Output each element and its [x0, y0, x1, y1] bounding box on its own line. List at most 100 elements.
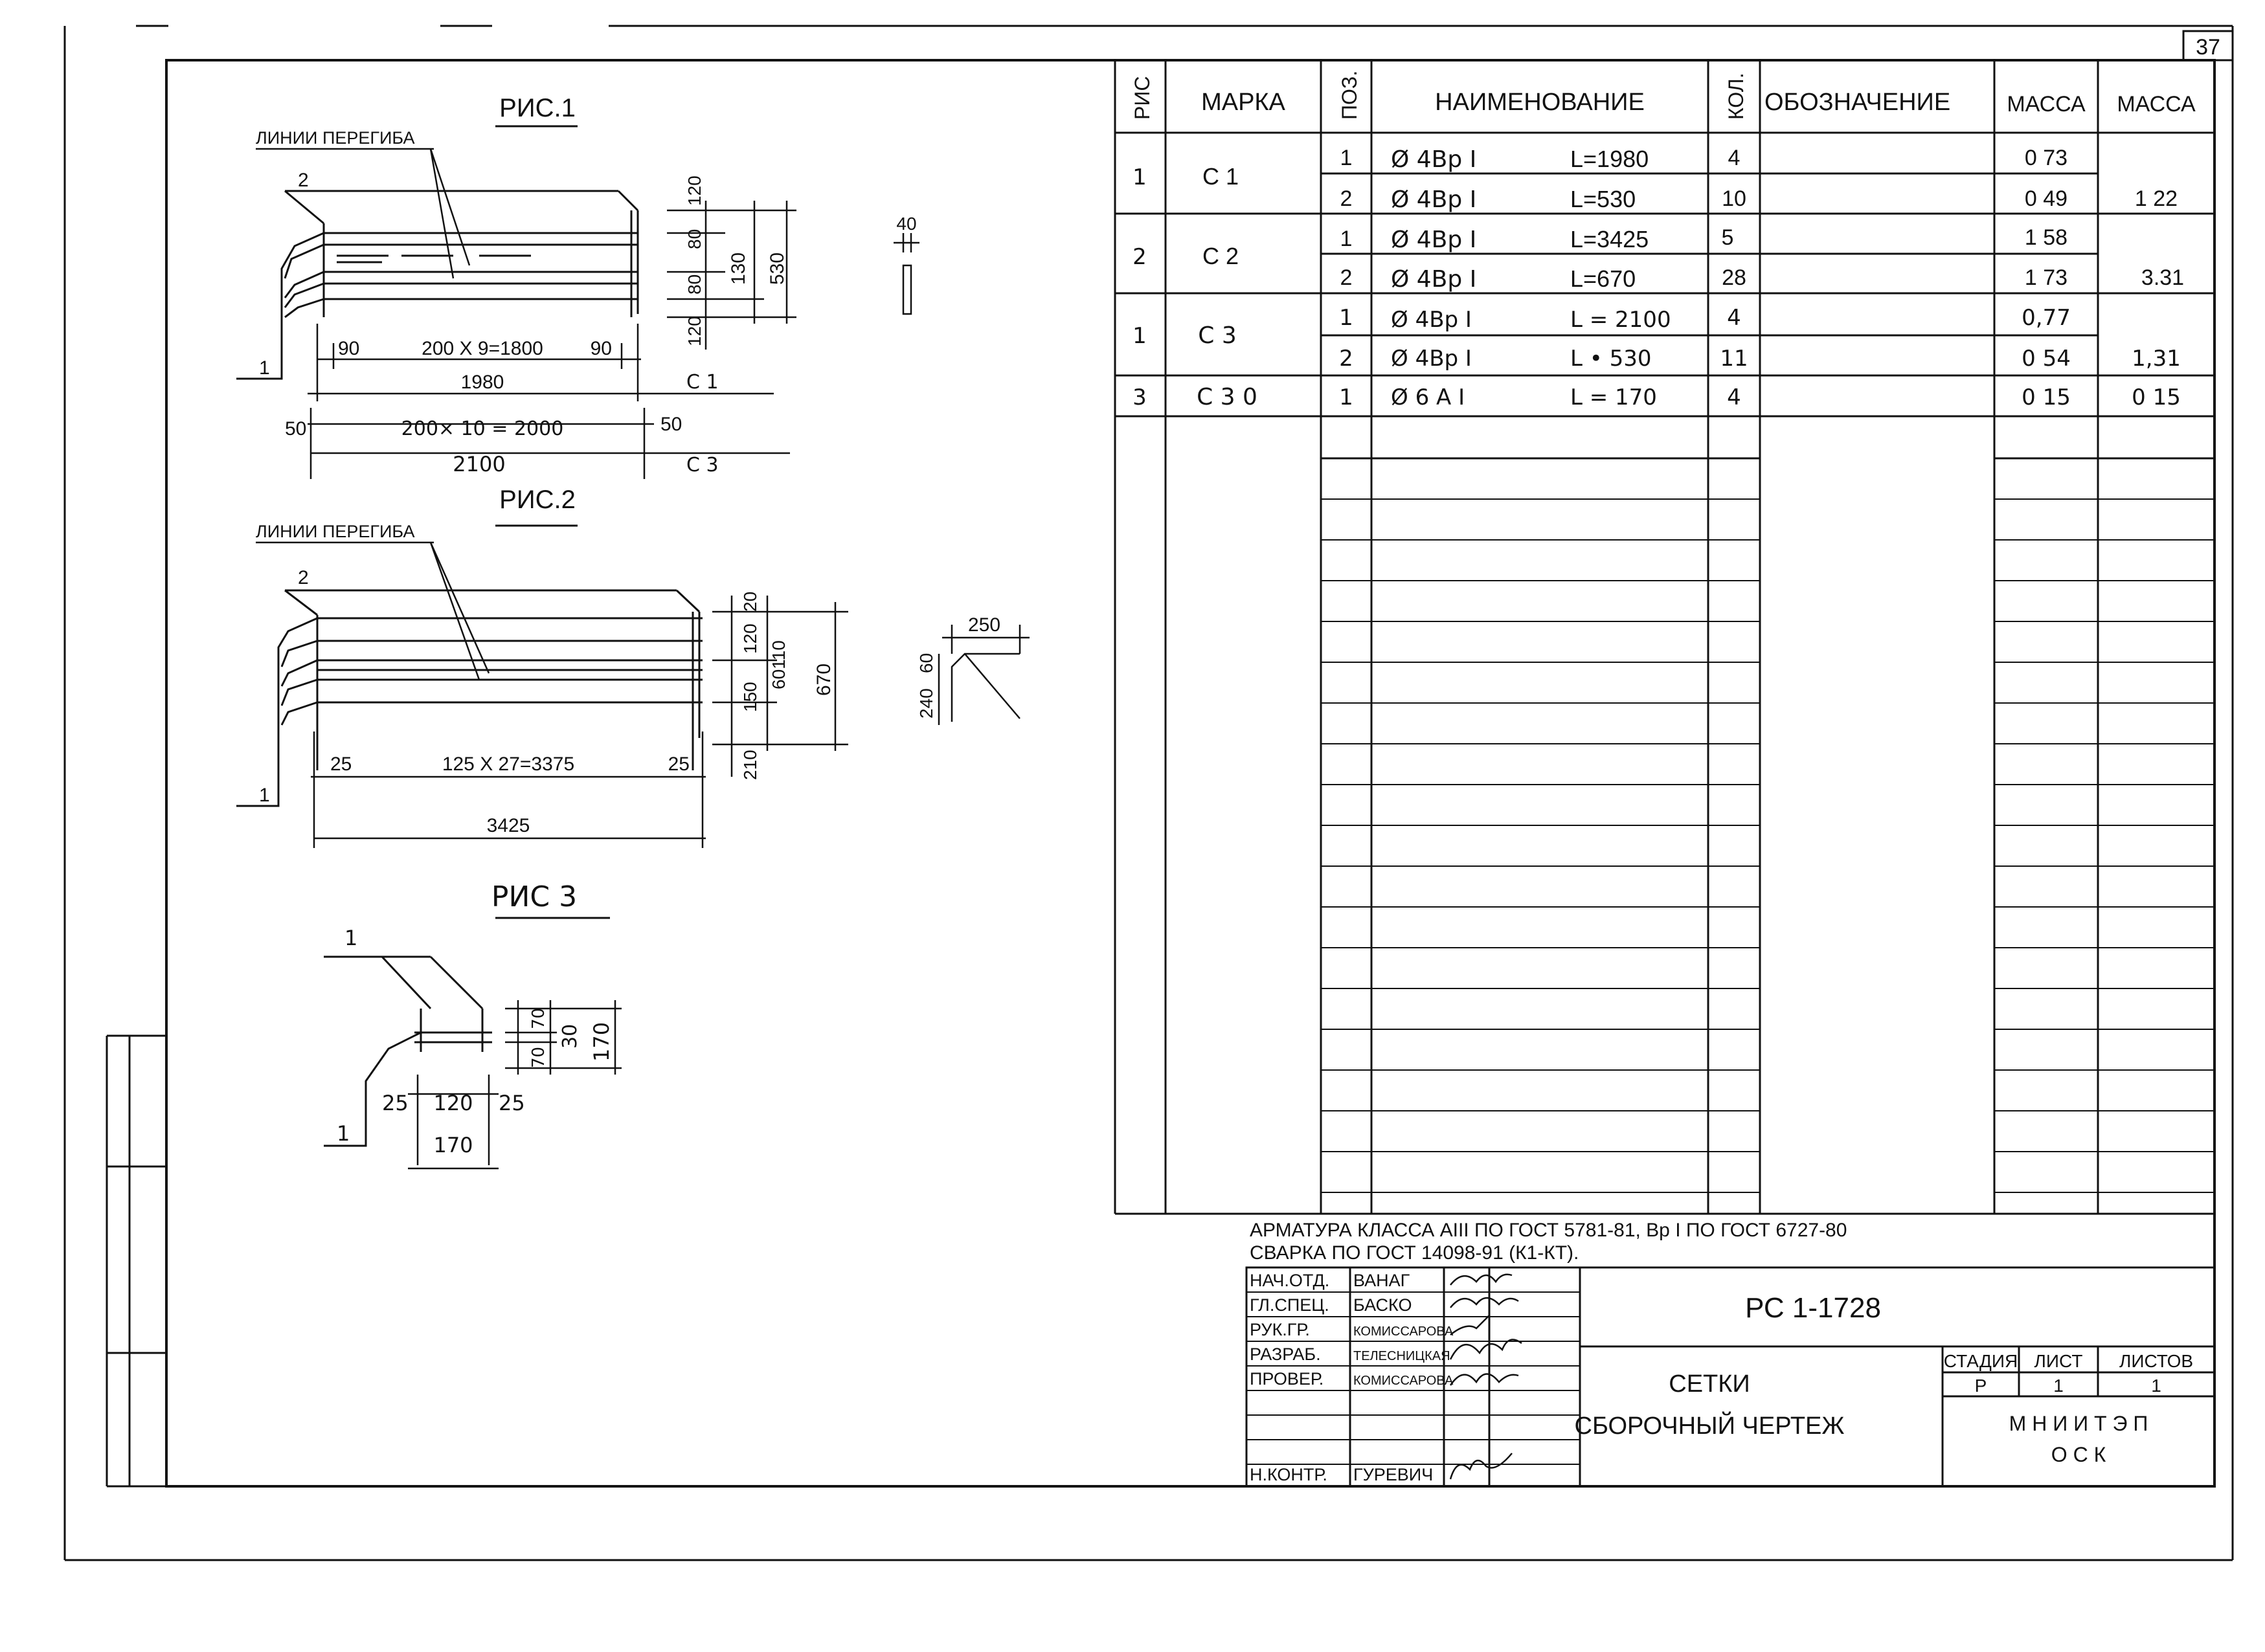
fig1-dim-50-right: 50	[660, 414, 682, 435]
table-row: 2 Ø 4Вр I L • 530 11 0 54 1,31	[1339, 346, 2181, 372]
row3-name: Ø 4Вр I	[1391, 227, 1476, 253]
stage-value: Р	[1975, 1376, 1987, 1396]
fig1-pos-2: 2	[298, 170, 309, 191]
table-row: 2 С 2 1 Ø 4Вр I L=3425 5 1 58	[1132, 225, 2068, 270]
row3-length: L=3425	[1570, 226, 1649, 252]
sheet-label: ЛИСТ	[2034, 1351, 2083, 1371]
fig3-dim-25b: 25	[499, 1091, 525, 1115]
header-fig: РИС	[1131, 76, 1154, 120]
fig3-v-30: 30	[559, 1024, 581, 1049]
row4-pos: 2	[1340, 265, 1353, 290]
fig3-title: РИС 3	[491, 880, 577, 913]
signer-name-3: КОМИССАРОВА	[1353, 1324, 1454, 1339]
header-mass-item: МАССА	[2007, 92, 2086, 117]
fig1-mark-c1: С 1	[686, 371, 719, 394]
figure-2: РИС.2 ЛИНИИ ПЕРЕГИБА 2 1	[236, 486, 1030, 848]
signer-role-3: РУК.ГР.	[1250, 1320, 1310, 1339]
spec-table: РИС МАРКА ПОЗ. НАИМЕНОВАНИЕ КОЛ. ОБОЗНАЧ…	[1114, 60, 2214, 1215]
fig1-pos-1: 1	[259, 357, 270, 379]
org-line1: М Н И И Т Э П	[2009, 1412, 2148, 1435]
row6-mass: 0 54	[2022, 346, 2071, 372]
row4-mass: 1 73	[2025, 265, 2068, 290]
fig2-dim-25-right: 25	[668, 753, 690, 775]
row1-mark: С 1	[1202, 163, 1239, 190]
fig1-v-80a: 80	[684, 229, 704, 249]
row1-qty: 4	[1728, 146, 1741, 170]
table-row: 2 Ø 4Вр I L=670 28 1 73 3.31	[1340, 265, 2185, 293]
fig3-dim-170: 170	[433, 1133, 473, 1157]
fig1-dim-c3-total: 2100	[453, 452, 505, 476]
row4-length: L=670	[1570, 265, 1636, 292]
signer-role-2: ГЛ.СПЕЦ.	[1250, 1295, 1329, 1315]
row4-name: Ø 4Вр I	[1391, 266, 1476, 293]
fig1-dim-50-left: 50	[285, 418, 306, 440]
row3-mark: С 2	[1202, 243, 1239, 269]
fig1-dim-90-left: 90	[338, 338, 359, 359]
signer-role-5: ПРОВЕР.	[1250, 1369, 1324, 1389]
signer-role-7: Н.КОНТР.	[1250, 1465, 1327, 1484]
row5-pos: 1	[1339, 305, 1353, 331]
fig3-pos-1-top: 1	[344, 926, 357, 950]
fig3-dim-120: 120	[433, 1091, 473, 1115]
fig3-v-70a: 70	[529, 1008, 548, 1029]
fig1-dim-c3-mid: 200× 10 = 2000	[401, 418, 564, 440]
fig1-v-530: 530	[767, 252, 788, 285]
header-mark: МАРКА	[1201, 89, 1285, 116]
header-pos: ПОЗ.	[1338, 71, 1361, 120]
row1-pos: 1	[1340, 146, 1353, 170]
fig2-v-670: 670	[813, 664, 835, 696]
row3-fig: 2	[1132, 244, 1147, 270]
row5-mass: 0,77	[2022, 305, 2071, 331]
row1-name: Ø 4Вр I	[1391, 146, 1476, 173]
fig1-dim-mid: 200 X 9=1800	[422, 338, 543, 359]
fig1-dim-total: 1980	[461, 372, 504, 393]
fig2-detail-240: 240	[916, 688, 936, 719]
fig3-v-170: 170	[589, 1022, 614, 1062]
row5-mark: С 3	[1198, 322, 1236, 349]
row2-length: L=530	[1570, 186, 1636, 212]
row2-pos: 2	[1340, 186, 1353, 211]
fig1-detail-40: 40	[896, 214, 916, 234]
row2-qty: 10	[1722, 186, 1746, 211]
fig1-mark-c3: С 3	[686, 454, 719, 476]
signer-name-1: ВАНАГ	[1353, 1271, 1410, 1290]
signatures	[1449, 1273, 1522, 1480]
title-block: НАЧ.ОТД. ВАНАГ ГЛ.СПЕЦ. БАСКО РУК.ГР. КО…	[1245, 1266, 2216, 1488]
table-row: 1 С 1 1 Ø 4Вр I L=1980 4 0 73	[1132, 146, 2068, 190]
figure-3: РИС 3 1 1 25 120 25	[324, 880, 622, 1170]
row6-qty: 11	[1720, 346, 1748, 372]
note-reinforcement: АРМАТУРА КЛАССА АIII ПО ГОСТ 5781-81, Вр…	[1250, 1220, 1847, 1241]
fig2-v-20: 20	[740, 592, 760, 612]
signer-name-7: ГУРЕВИЧ	[1353, 1465, 1433, 1484]
row5-qty: 4	[1727, 305, 1741, 331]
table-row: 2 Ø 4Вр I L=530 10 0 49 1 22	[1340, 186, 2178, 213]
row5-name: Ø 4Вр I	[1391, 307, 1472, 333]
fig1-v-120-top: 120	[684, 175, 704, 206]
fig1-dim-90-right: 90	[591, 338, 612, 359]
row6-total: 1,31	[2132, 346, 2181, 372]
header-designation: ОБОЗНАЧЕНИЕ	[1764, 89, 1950, 116]
row7-mark: С 3 0	[1197, 384, 1257, 410]
row7-fig: 3	[1132, 385, 1147, 410]
fig1-v-130: 130	[728, 252, 749, 285]
drawing-title-line1: СЕТКИ	[1669, 1370, 1750, 1398]
drawing-title-line2: СБОРОЧНЫЙ ЧЕРТЕЖ	[1575, 1411, 1845, 1440]
fig2-dim-25-left: 25	[330, 753, 352, 775]
signer-role-4: РАЗРАБ.	[1250, 1345, 1321, 1364]
fig3-pos-1-bottom: 1	[337, 1121, 350, 1146]
header-mass-total: МАССА	[2117, 92, 2196, 117]
stage-label: СТАДИЯ	[1944, 1351, 2018, 1371]
row2-mass: 0 49	[2025, 186, 2068, 211]
figure-1: РИС.1 ЛИНИИ ПЕРЕГИБА 2 1	[236, 94, 919, 479]
row7-name: Ø 6 А I	[1391, 385, 1465, 410]
fig2-v-120: 120	[740, 623, 760, 654]
fig2-title: РИС.2	[499, 486, 576, 514]
sheet-value: 1	[2053, 1376, 2064, 1396]
fig2-detail-60: 60	[916, 653, 936, 673]
fig2-dim-mid: 125 X 27=3375	[442, 753, 574, 775]
row6-pos: 2	[1339, 346, 1353, 372]
fig2-v-150: 150	[740, 682, 760, 712]
fig2-v-60110: 60110	[769, 640, 789, 689]
sheet-frame	[63, 25, 2234, 1561]
